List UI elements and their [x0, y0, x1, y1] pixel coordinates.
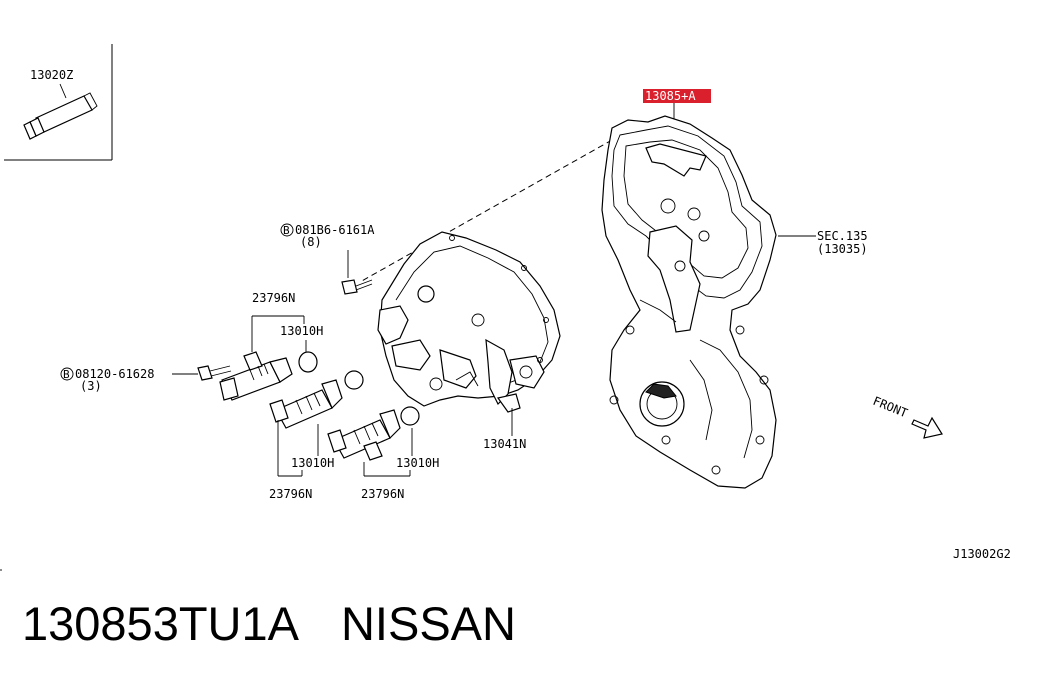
solenoid-1-icon	[219, 351, 293, 401]
cover-13041n: 13041N	[377, 231, 561, 451]
oring-1-icon	[298, 351, 318, 373]
sealant-label: 13020Z	[30, 68, 73, 82]
sec-sub-label: (13035)	[817, 242, 868, 256]
oring-3-label: 13010H	[396, 456, 439, 470]
diagram-code: J13002G2	[953, 547, 1011, 561]
solenoid-group-3: 13010H 23796N	[327, 406, 439, 501]
bolt-upper-qty: (8)	[300, 235, 322, 249]
oring-2-icon	[344, 370, 364, 390]
cover-label: 13041N	[483, 437, 526, 451]
solenoid-2-label: 23796N	[269, 487, 312, 501]
sec-ref-label: SEC.135	[817, 229, 868, 243]
bolt-upper-callout[interactable]: B 081B6-6161A (8)	[280, 223, 375, 295]
solenoid-2-icon	[269, 379, 343, 429]
solenoid-group-2: 13010H 23796N	[269, 370, 364, 501]
bolt-lower-label: 08120-61628	[75, 367, 154, 381]
bolt-lower-marker: B	[63, 368, 70, 381]
section-reference[interactable]: SEC.135 (13035)	[778, 229, 868, 256]
solenoid-3-icon	[327, 409, 401, 461]
oring-1-label: 13010H	[280, 324, 323, 338]
front-label: FRONT	[871, 394, 910, 421]
gasket-leader-dashed	[359, 139, 613, 283]
sealant-inset: 13020Z	[4, 44, 113, 161]
oring-2-label: 13010H	[291, 456, 334, 470]
bolt-lower-qty: (3)	[80, 379, 102, 393]
caption-part-number: 130853TU1A	[22, 597, 299, 650]
front-indicator: FRONT	[871, 394, 943, 439]
timing-cover-right	[601, 115, 777, 489]
caption-brand: NISSAN	[340, 597, 516, 650]
bolt-upper-label: 081B6-6161A	[295, 223, 375, 237]
caption: 130853TU1A NISSAN	[22, 596, 516, 651]
solenoid-group-1: 23796N 13010H	[219, 291, 323, 401]
bolt-lower-callout[interactable]: B 08120-61628 (3)	[60, 365, 232, 393]
solenoid-1-label: 23796N	[252, 291, 295, 305]
sealant-tube-icon	[23, 92, 98, 140]
highlighted-part-callout[interactable]: 13085+A	[643, 89, 711, 150]
front-arrow-icon	[911, 416, 943, 439]
highlighted-part-label: 13085+A	[645, 89, 696, 103]
bolt-lower-icon	[197, 365, 232, 381]
solenoid-3-label: 23796N	[361, 487, 404, 501]
bolt-upper-icon	[341, 279, 373, 295]
bolt-upper-marker: B	[283, 224, 290, 237]
oring-3-icon	[400, 406, 420, 426]
